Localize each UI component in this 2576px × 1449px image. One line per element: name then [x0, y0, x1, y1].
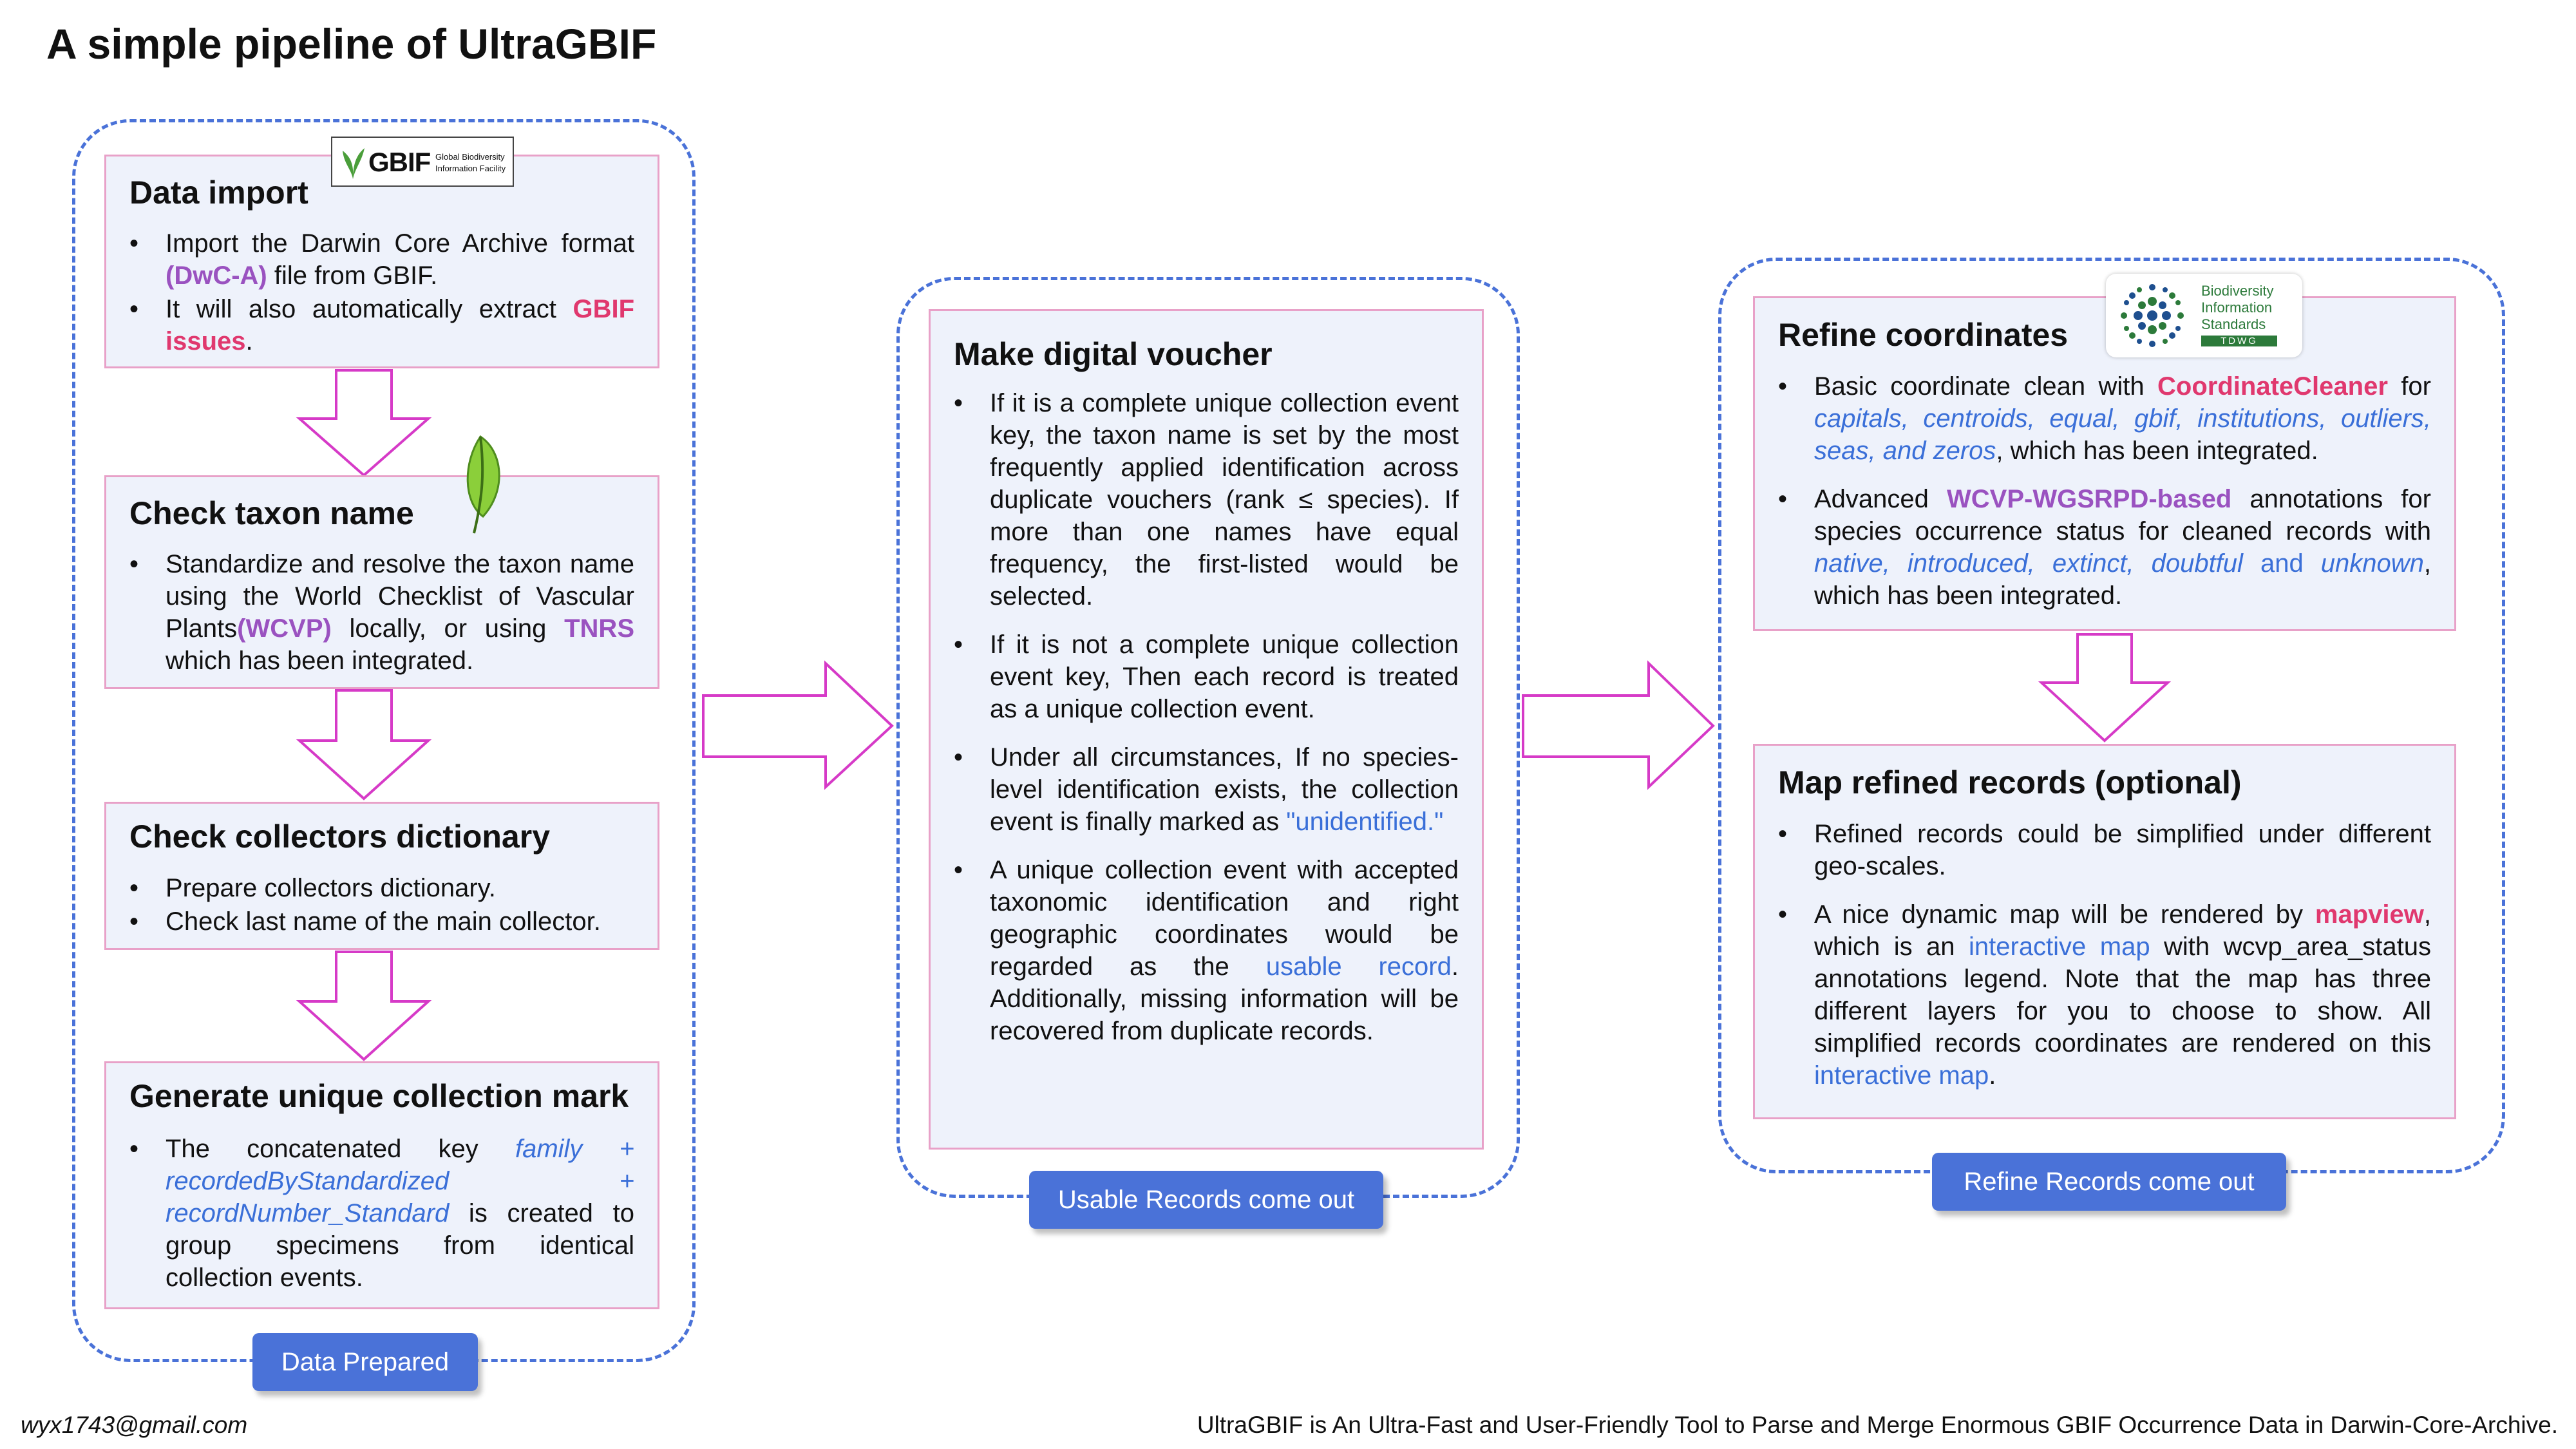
digital-voucher-heading: Make digital voucher [954, 336, 1273, 372]
tdwg-logo: Biodiversity Information Standards TDWG [2106, 274, 2302, 357]
right-arrow-1 [702, 660, 894, 790]
leaf-icon [466, 435, 500, 534]
data-prepared-button[interactable]: Data Prepared [252, 1333, 478, 1391]
check-taxon-bullet-1: Standardize and resolve the taxon name u… [129, 548, 634, 677]
map-records-card: Map refined records (optional) Refined r… [1753, 744, 2456, 1119]
gbif-leaf-icon [343, 148, 365, 179]
data-import-card: Data import Import the Darwin Core Archi… [104, 155, 659, 368]
refine-bullet-2: Advanced WCVP-WGSRPD-based annotations f… [1778, 483, 2431, 612]
tdwg-dots-icon [2121, 284, 2184, 347]
check-taxon-heading: Check taxon name [129, 495, 414, 531]
unique-mark-card: Generate unique collection mark The conc… [104, 1061, 659, 1309]
refine-coordinates-card: Refine coordinates Basic coordinate clea… [1753, 296, 2456, 631]
collectors-bullet-2: Check last name of the main collector. [129, 905, 634, 938]
refine-bullet-1: Basic coordinate clean with CoordinateCl… [1778, 370, 2431, 467]
unique-mark-bullet-1: The concatenated key family + recordedBy… [129, 1133, 634, 1294]
check-taxon-card: Check taxon name Standardize and resolve… [104, 475, 659, 689]
down-arrow-1 [296, 369, 432, 477]
map-records-heading: Map refined records (optional) [1778, 764, 2242, 800]
data-import-bullet-1: Import the Darwin Core Archive format (D… [129, 227, 634, 292]
tdwg-line3: Standards [2201, 316, 2266, 332]
gbif-logo-mark: GBIF [368, 147, 431, 177]
check-collectors-card: Check collectors dictionary Prepare coll… [104, 802, 659, 950]
data-import-bullet-2: It will also automatically extract GBIF … [129, 293, 634, 357]
gbif-logo-line1: Global Biodiversity [435, 152, 505, 162]
map-bullet-1: Refined records could be simplified unde… [1778, 818, 2431, 882]
check-collectors-heading: Check collectors dictionary [129, 819, 551, 855]
tdwg-line2: Information [2201, 299, 2273, 316]
gbif-logo: GBIF Global Biodiversity Information Fac… [331, 137, 514, 187]
voucher-bullet-4: A unique collection event with accepted … [954, 854, 1459, 1047]
right-arrow-2 [1522, 660, 1715, 790]
collectors-bullet-1: Prepare collectors dictionary. [129, 872, 634, 904]
data-import-heading: Data import [129, 175, 308, 211]
usable-records-button[interactable]: Usable Records come out [1029, 1171, 1383, 1229]
page-title: A simple pipeline of UltraGBIF [46, 20, 657, 68]
digital-voucher-card: Make digital voucher If it is a complete… [929, 309, 1484, 1150]
footer-email: wyx1743@gmail.com [21, 1412, 248, 1438]
refine-coordinates-heading: Refine coordinates [1778, 317, 2069, 353]
voucher-bullet-3: Under all circumstances, If no species-l… [954, 741, 1459, 838]
refine-records-button[interactable]: Refine Records come out [1932, 1153, 2286, 1211]
down-arrow-2 [296, 689, 432, 800]
map-bullet-2: A nice dynamic map will be rendered by m… [1778, 898, 2431, 1092]
gbif-logo-line2: Information Facility [435, 164, 506, 173]
footer-tagline: UltraGBIF is An Ultra-Fast and User-Frie… [1197, 1412, 2558, 1438]
tdwg-line1: Biodiversity [2201, 283, 2274, 299]
tdwg-line4: TDWG [2201, 336, 2277, 346]
voucher-bullet-1: If it is a complete unique collection ev… [954, 387, 1459, 612]
voucher-bullet-2: If it is not a complete unique collectio… [954, 629, 1459, 725]
unique-mark-heading: Generate unique collection mark [129, 1078, 629, 1114]
down-arrow-4 [2038, 633, 2172, 743]
down-arrow-3 [296, 951, 432, 1061]
